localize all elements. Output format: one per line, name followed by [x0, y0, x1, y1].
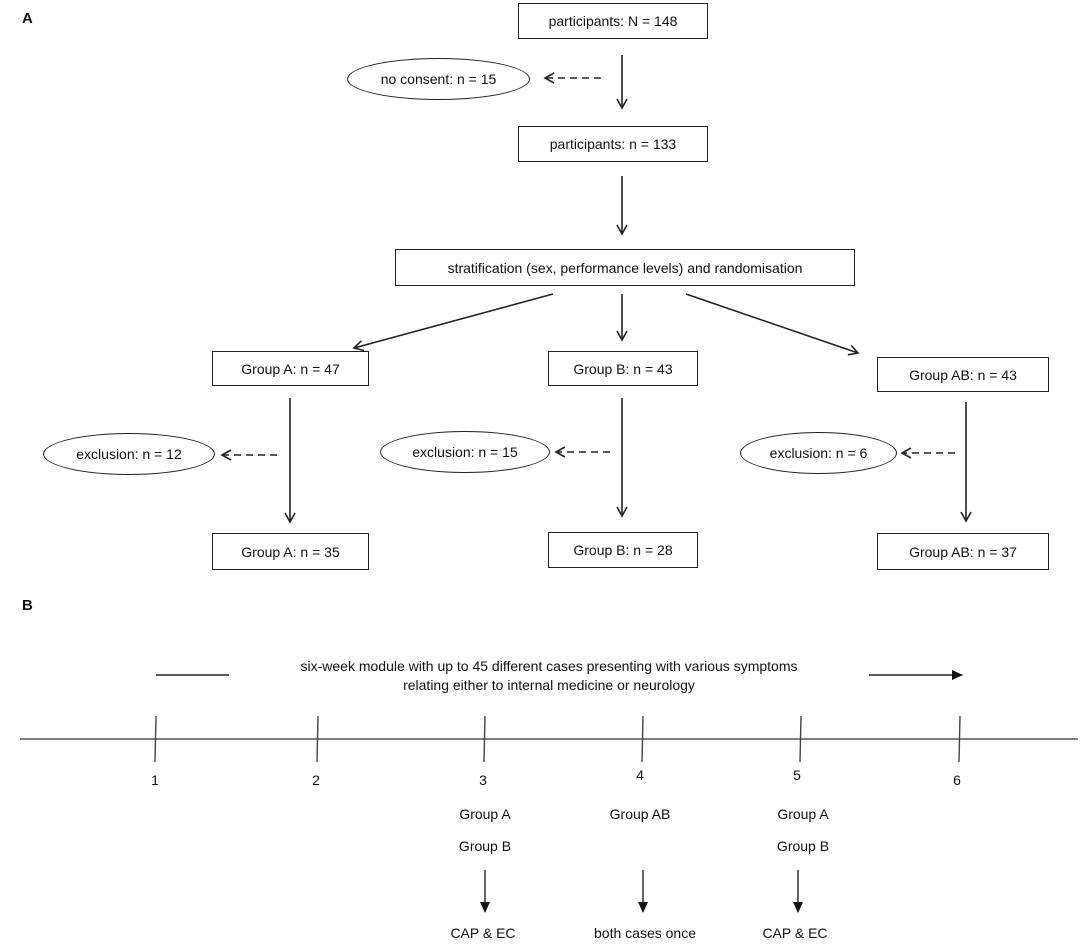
panel-a-label: A — [22, 10, 33, 27]
week-label-3: 3 — [479, 772, 487, 788]
week5-group-b: Group B — [776, 838, 830, 854]
tick-5 — [799, 715, 802, 763]
arrow-strat-to-group-a — [352, 293, 554, 352]
exclusion-b-ellipse: exclusion: n = 15 — [380, 431, 550, 473]
tick-1 — [154, 715, 157, 763]
group-b-start-box: Group B: n = 43 — [548, 351, 698, 386]
tick-4 — [641, 715, 644, 763]
exclusion-a-ellipse: exclusion: n = 12 — [43, 433, 215, 475]
no-consent-ellipse: no consent: n = 15 — [347, 58, 530, 100]
tick-3 — [483, 715, 486, 763]
group-a-start-box: Group A: n = 47 — [212, 351, 369, 386]
week4-group-ab: Group AB — [609, 806, 671, 822]
tick-6 — [958, 715, 961, 763]
exclusion-ab-ellipse: exclusion: n = 6 — [740, 432, 897, 474]
timeline-ticks — [154, 715, 961, 763]
week-label-5: 5 — [793, 767, 801, 783]
panel-b-label: B — [22, 597, 33, 614]
week3-group-a: Group A — [459, 806, 511, 822]
stratification-box: stratification (sex, performance levels)… — [395, 249, 855, 286]
week3-outcome: CAP & EC — [450, 925, 516, 941]
week-label-4: 4 — [636, 767, 644, 783]
week5-outcome: CAP & EC — [762, 925, 828, 941]
participants-after-box: participants: n = 133 — [518, 126, 708, 162]
week-label-2: 2 — [312, 772, 320, 788]
arrow-strat-to-group-ab — [685, 293, 860, 356]
module-description-line2: relating either to internal medicine or … — [403, 677, 695, 693]
group-ab-end-box: Group AB: n = 37 — [877, 533, 1049, 570]
week-label-1: 1 — [151, 772, 159, 788]
group-b-end-box: Group B: n = 28 — [548, 532, 698, 568]
module-description-line1: six-week module with up to 45 different … — [300, 658, 798, 674]
week5-group-a: Group A — [777, 806, 829, 822]
participants-total-box: participants: N = 148 — [518, 3, 708, 39]
group-a-end-box: Group A: n = 35 — [212, 533, 369, 570]
group-ab-start-box: Group AB: n = 43 — [877, 357, 1049, 392]
week-label-6: 6 — [953, 772, 961, 788]
tick-2 — [316, 715, 319, 763]
week3-group-b: Group B — [458, 838, 512, 854]
week4-outcome: both cases once — [594, 925, 696, 941]
